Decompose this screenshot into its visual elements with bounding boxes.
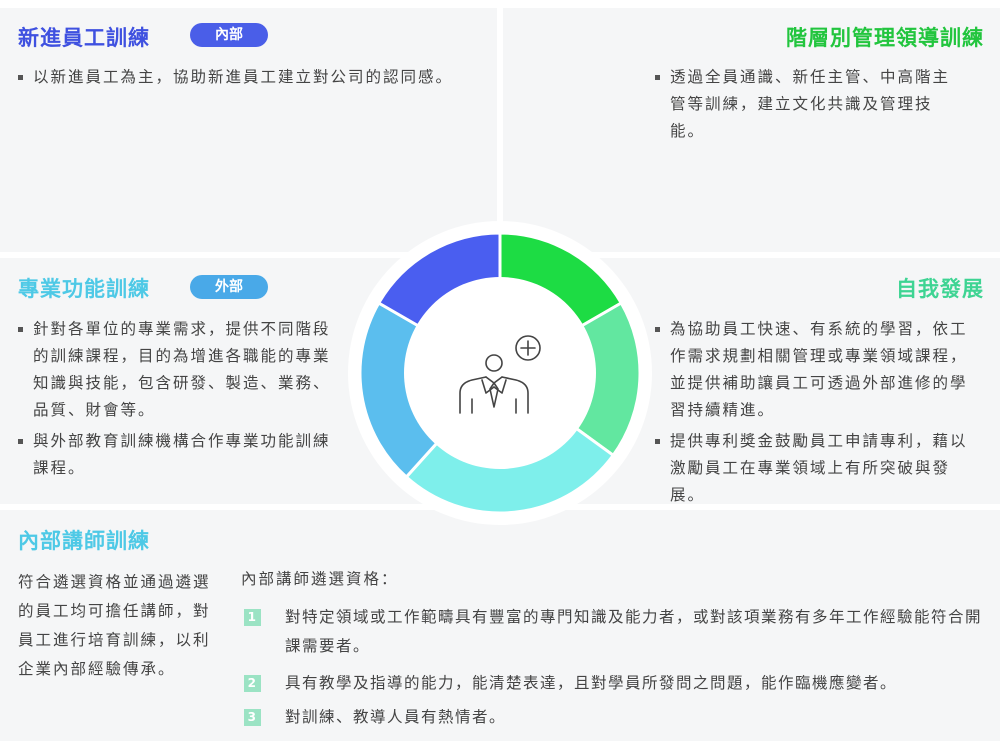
leadership-title: 階層別管理領導訓練 — [786, 26, 984, 50]
panel-leadership — [503, 8, 1000, 252]
list-item: 針對各單位的專業需求，提供不同階段的訓練課程，目的為增進各職能的專業知識與技能，… — [18, 316, 343, 424]
self-development-bullets: 為協助員工快速、有系統的學習，依工作需求規劃相關管理或專業領域課程，並提供補助讓… — [655, 316, 975, 513]
list-item: 3 對訓練、教導人員有熱情者。 — [244, 703, 994, 732]
employee-add-icon — [459, 335, 541, 414]
internal-instructor-title: 內部講師訓練 — [18, 529, 150, 553]
panel-internal-instructor — [0, 510, 1000, 741]
number-badge: 1 — [244, 609, 261, 626]
internal-badge: 內部 — [190, 23, 268, 47]
external-badge: 外部 — [190, 275, 268, 299]
list-item: 以新進員工為主，協助新進員工建立對公司的認同感。 — [18, 64, 458, 91]
professional-title: 專業功能訓練 — [18, 277, 150, 301]
donut-hole — [404, 277, 596, 469]
list-item: 與外部教育訓練機構合作專業功能訓練課程。 — [18, 428, 343, 482]
number-badge: 2 — [244, 675, 261, 692]
number-badge: 3 — [244, 709, 261, 726]
qualification-text: 具有教學及指導的能力，能清楚表達，且對學員所發問之問題，能作臨機應變者。 — [285, 674, 898, 692]
qualifications-list: 1 對特定領域或工作範疇具有豐富的專門知識及能力者，或對該項業務有多年工作經驗能… — [244, 603, 994, 732]
new-employee-title: 新進員工訓練 — [18, 26, 150, 50]
training-donut — [348, 221, 652, 525]
qualification-text: 對特定領域或工作範疇具有豐富的專門知識及能力者，或對該項業務有多年工作經驗能符合… — [285, 608, 983, 655]
new-employee-bullets: 以新進員工為主，協助新進員工建立對公司的認同感。 — [18, 64, 458, 95]
instructor-description: 符合遴選資格並通過遴選的員工均可擔任講師，對員工進行培育訓練，以利企業內部經驗傳… — [18, 573, 211, 678]
leadership-bullets: 透過全員通識、新任主管、中高階主管等訓練，建立文化共識及管理技能。 — [655, 64, 965, 149]
qualifications-title: 內部講師遴選資格： — [241, 570, 399, 588]
list-item: 1 對特定領域或工作範疇具有豐富的專門知識及能力者，或對該項業務有多年工作經驗能… — [244, 603, 994, 661]
list-item: 提供專利獎金鼓勵員工申請專利，藉以激勵員工在專業領域上有所突破與發展。 — [655, 428, 975, 509]
list-item: 2 具有教學及指導的能力，能清楚表達，且對學員所發問之問題，能作臨機應變者。 — [244, 669, 994, 698]
self-development-title: 自我發展 — [896, 277, 984, 301]
panel-new-employee — [0, 8, 497, 252]
list-item: 透過全員通識、新任主管、中高階主管等訓練，建立文化共識及管理技能。 — [655, 64, 965, 145]
professional-bullets: 針對各單位的專業需求，提供不同階段的訓練課程，目的為增進各職能的專業知識與技能，… — [18, 316, 343, 486]
qualification-text: 對訓練、教導人員有熱情者。 — [285, 708, 507, 726]
list-item: 為協助員工快速、有系統的學習，依工作需求規劃相關管理或專業領域課程，並提供補助讓… — [655, 316, 975, 424]
